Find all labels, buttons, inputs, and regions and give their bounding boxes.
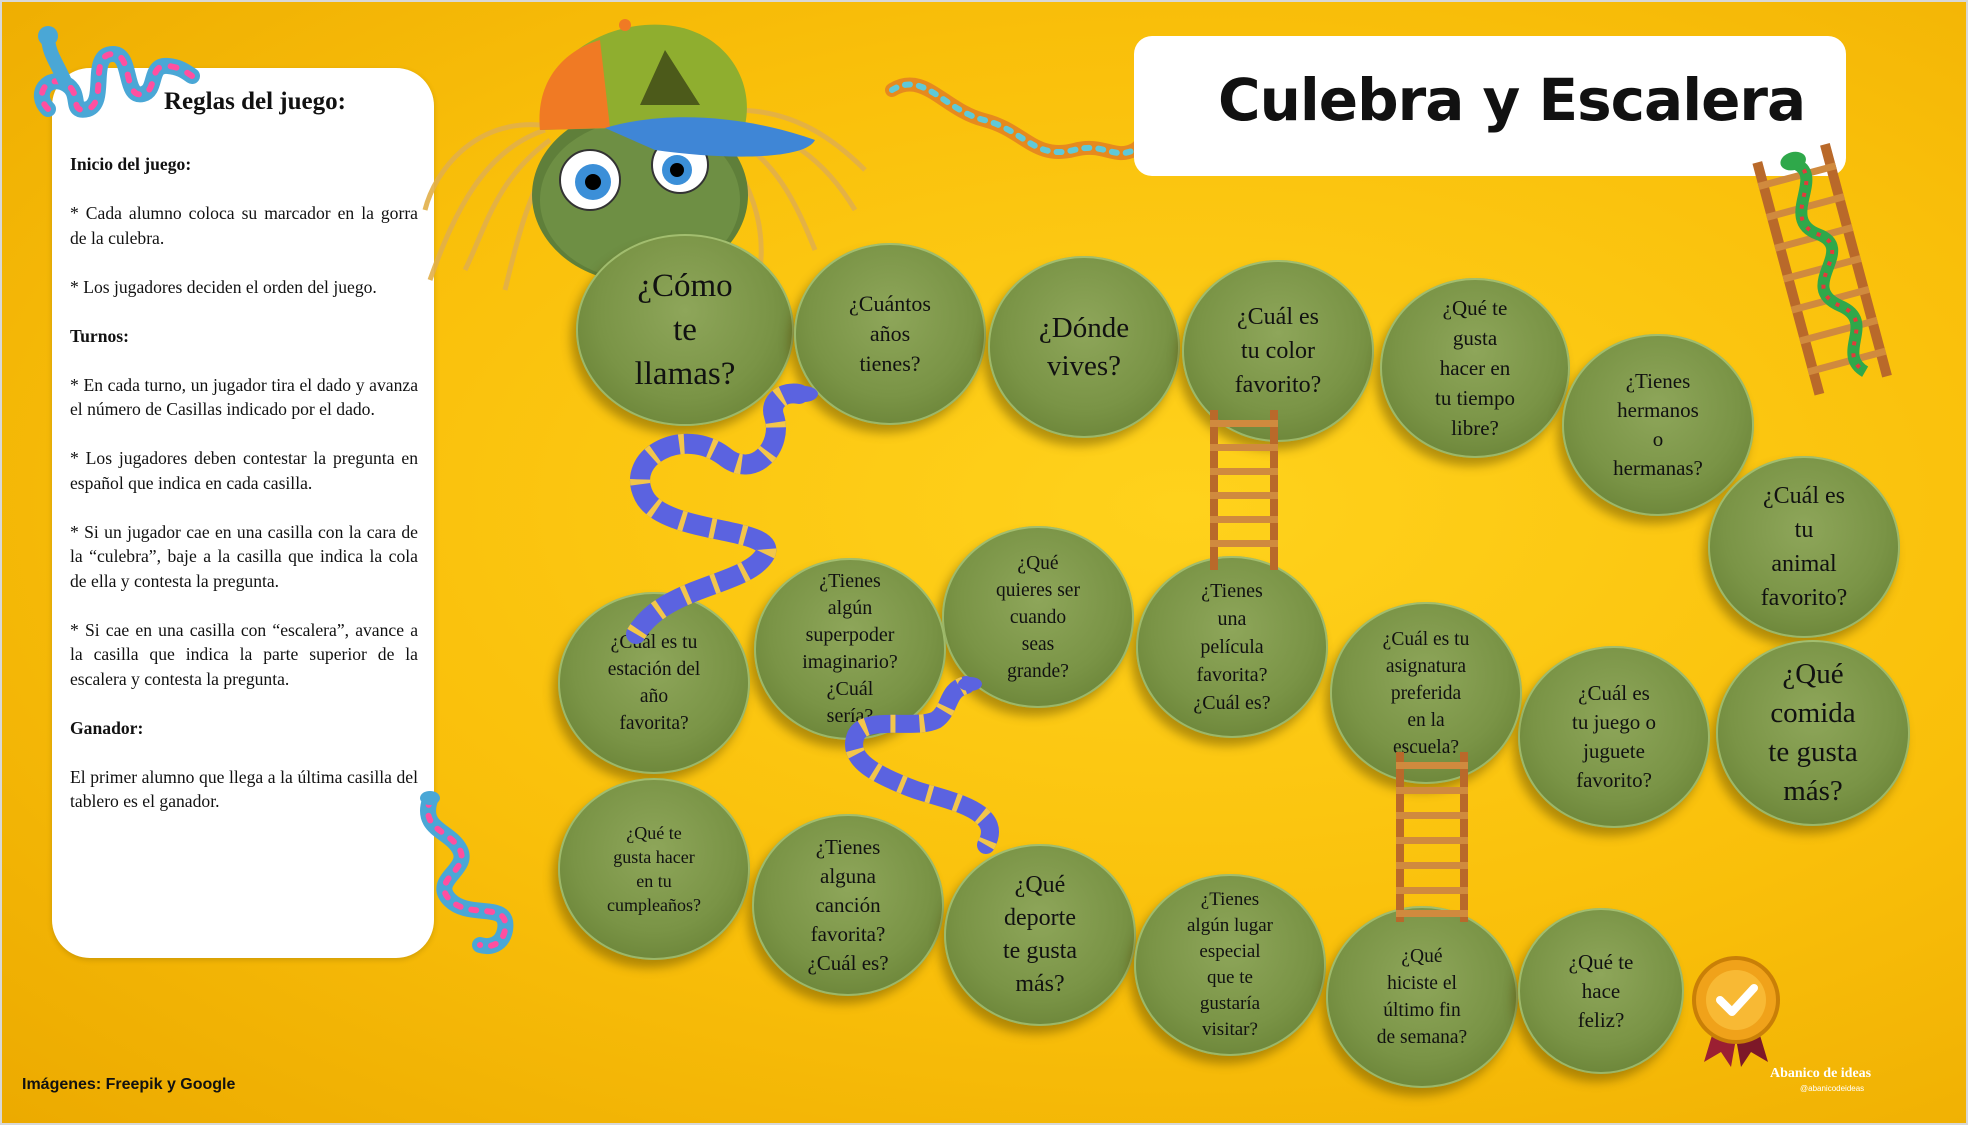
board-cell-3[interactable]: ¿Dónde vives? bbox=[988, 256, 1180, 438]
rules-panel: Reglas del juego: Inicio del juego: * Ca… bbox=[52, 68, 434, 958]
rules-turn-rule-3: * Si un jugador cae en una casilla con l… bbox=[70, 521, 418, 591]
board-cell-7[interactable]: ¿Cuál es tu animal favorito? bbox=[1708, 456, 1900, 638]
image-credit: Imágenes: Freepik y Google bbox=[22, 1076, 236, 1093]
snake-icon bbox=[34, 26, 200, 118]
board-cell-1[interactable]: ¿Cómo te llamas? bbox=[576, 234, 794, 426]
board-cell-10[interactable]: ¿Cuál es tu asignatura preferida en la e… bbox=[1330, 602, 1522, 784]
board-cell-11[interactable]: ¿Tienes una película favorita? ¿Cuál es? bbox=[1136, 556, 1328, 738]
rules-title: Reglas del juego: bbox=[164, 88, 346, 115]
ladder-icon bbox=[1396, 752, 1468, 922]
board-cell-5[interactable]: ¿Qué te gusta hacer en tu tiempo libre? bbox=[1380, 278, 1570, 458]
board-cell-2[interactable]: ¿Cuántos años tienes? bbox=[794, 243, 986, 425]
rules-turn-rule-2: * Los jugadores deben contestar la pregu… bbox=[70, 448, 418, 493]
board-cell-9[interactable]: ¿Cuál es tu juego o juguete favorito? bbox=[1518, 646, 1710, 828]
board-cell-16[interactable]: ¿Tienes alguna canción favorita? ¿Cuál e… bbox=[752, 814, 944, 996]
rules-turn-rule-1: * En cada turno, un jugador tira el dado… bbox=[70, 374, 418, 420]
board-cell-20[interactable]: ¿Qué te hace feliz? bbox=[1518, 908, 1684, 1074]
board-cell-17[interactable]: ¿Qué deporte te gusta más? bbox=[944, 844, 1136, 1026]
ladder-icon bbox=[1210, 410, 1278, 570]
snake-icon bbox=[626, 383, 818, 644]
brand-handle: @abanicodeideas bbox=[1800, 1084, 1865, 1093]
title-box: Culebra y Escalera bbox=[1134, 36, 1846, 176]
snake-head-cap-icon bbox=[422, 19, 867, 291]
snake-icon bbox=[420, 791, 514, 955]
rules-start-rule-1: * Cada alumno coloca su marcador en la g… bbox=[70, 203, 418, 248]
snake-icon bbox=[845, 676, 999, 854]
board-cell-18[interactable]: ¿Tienes algún lugar especial que te gust… bbox=[1134, 874, 1326, 1056]
board-cell-8[interactable]: ¿Qué comida te gusta más? bbox=[1716, 640, 1910, 826]
rules-start-heading: Inicio del juego: bbox=[70, 154, 192, 174]
rules-winner-heading: Ganador: bbox=[70, 717, 144, 738]
brand-name: Abanico de ideas bbox=[1770, 1066, 1872, 1081]
page-title: Culebra y Escalera bbox=[1218, 66, 1806, 134]
rules-turns-heading: Turnos: bbox=[70, 325, 130, 346]
rules-body: Inicio del juego: * Cada alumno coloca s… bbox=[70, 152, 418, 838]
board-cell-19[interactable]: ¿Qué hiciste el último fin de semana? bbox=[1326, 906, 1518, 1088]
board-cell-14[interactable]: ¿Cuál es tu estación del año favorita? bbox=[558, 592, 750, 774]
rules-turn-rule-4: * Si cae en una casilla con “escalera”, … bbox=[70, 619, 418, 689]
rules-start-rule-2: * Los jugadores deciden el orden del jue… bbox=[70, 276, 377, 297]
ladder-icon bbox=[1752, 143, 1892, 396]
board-cell-15[interactable]: ¿Qué te gusta hacer en tu cumpleaños? bbox=[558, 778, 750, 960]
board-cell-6[interactable]: ¿Tienes hermanos o hermanas? bbox=[1562, 334, 1754, 516]
medal-check-icon[interactable] bbox=[1676, 952, 1796, 1072]
rules-winner-rule: El primer alumno que llega a la última c… bbox=[70, 766, 418, 812]
board-cell-13[interactable]: ¿Tienes algún superpoder imaginario? ¿Cu… bbox=[754, 558, 946, 740]
